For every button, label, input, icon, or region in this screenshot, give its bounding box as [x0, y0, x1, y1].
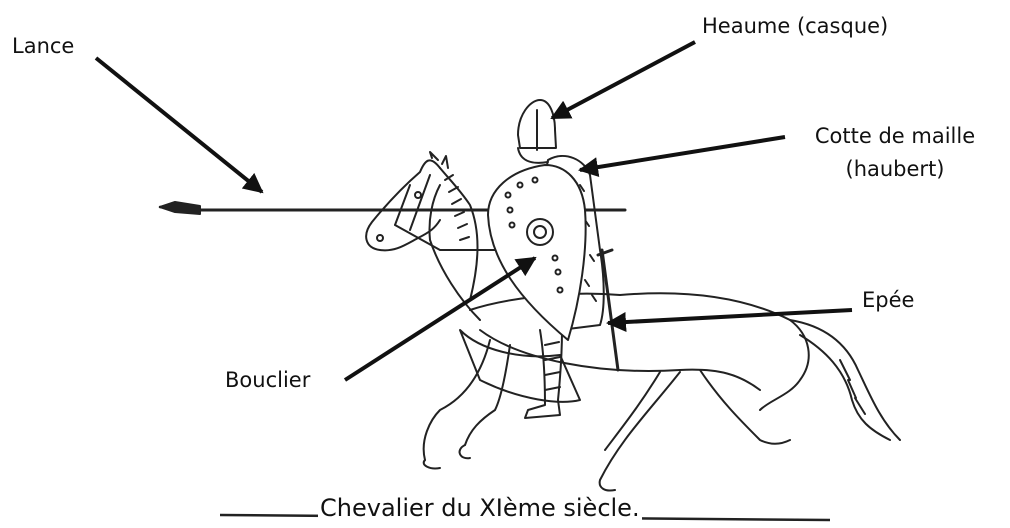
- cotte-arrow: [580, 137, 785, 170]
- lance-arrow: [96, 58, 262, 192]
- label-cotte-line2: (haubert): [795, 157, 995, 182]
- label-bouclier: Bouclier: [225, 368, 310, 393]
- label-lance: Lance: [12, 34, 74, 59]
- figure-caption: Chevalier du XIème siècle.: [318, 494, 642, 522]
- label-cotte-line1: Cotte de maille: [795, 124, 995, 149]
- mounted-knight-icon: [160, 100, 900, 491]
- epee-arrow: [608, 310, 852, 323]
- label-heaume: Heaume (casque): [702, 14, 888, 39]
- heaume-arrow: [552, 42, 695, 118]
- label-cotte: Cotte de maille (haubert): [795, 124, 995, 182]
- label-epee: Epée: [862, 288, 914, 313]
